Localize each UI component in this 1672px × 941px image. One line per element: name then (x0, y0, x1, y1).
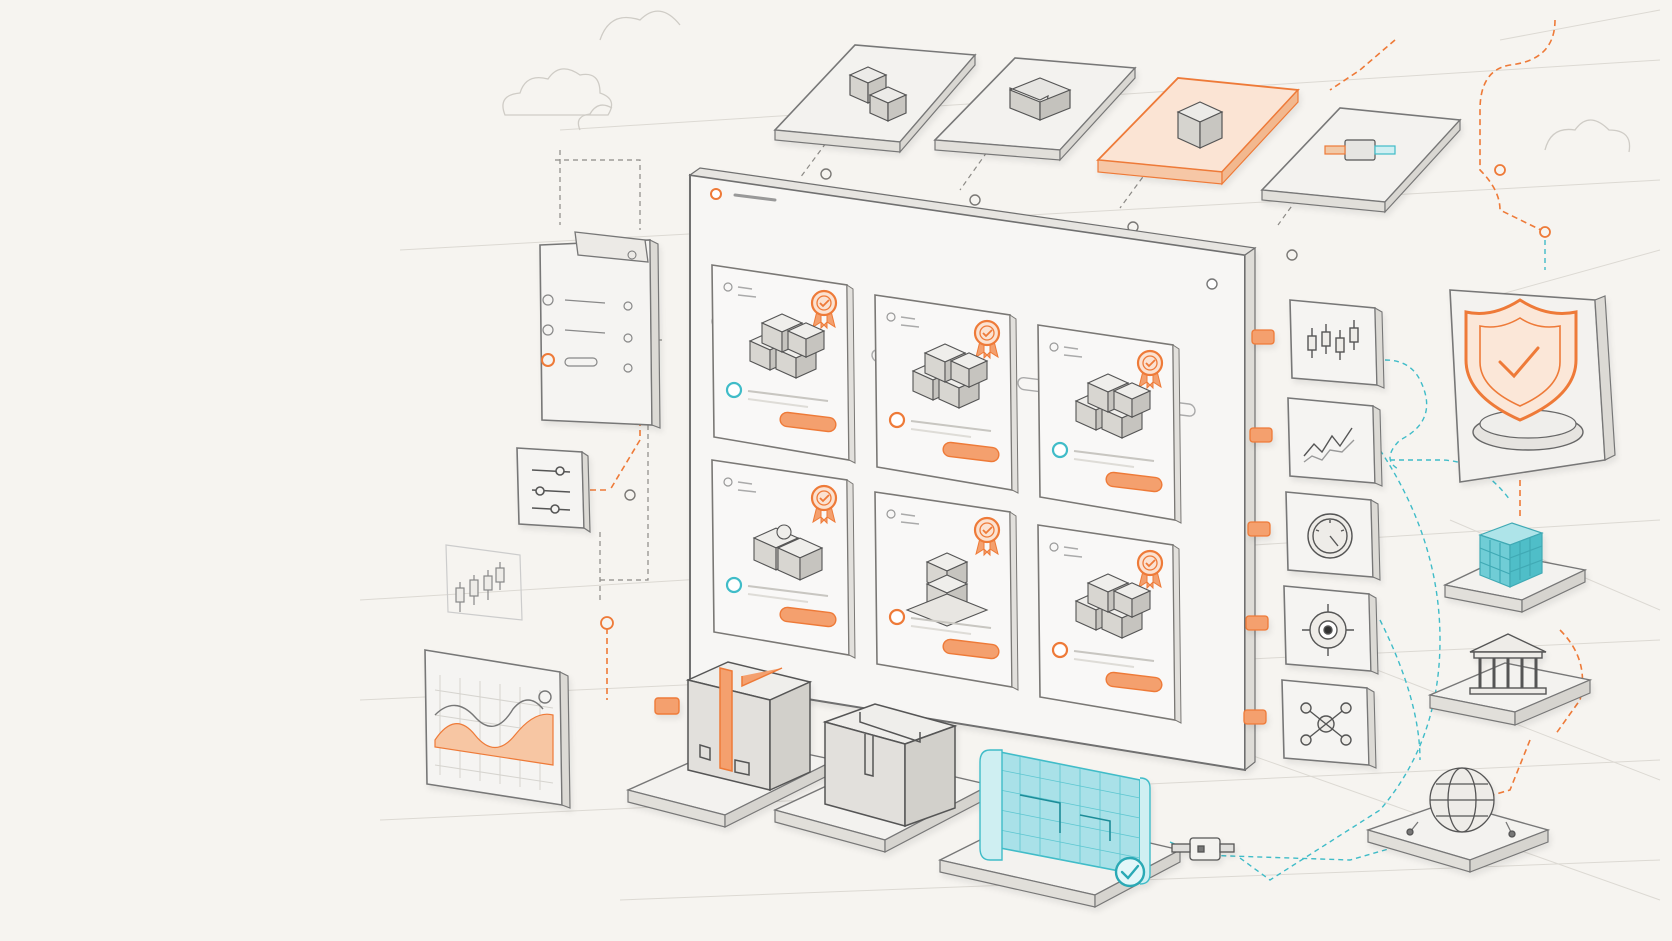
card-status-ring (1051, 441, 1069, 459)
side-widget-column (1243, 299, 1385, 769)
card-status-ring (1051, 641, 1069, 659)
card-menu-dot (723, 477, 733, 487)
card-menu-dot (886, 312, 896, 322)
shield-check-icon (1464, 298, 1578, 422)
candlestick-chart-icon (1307, 320, 1359, 360)
checklist-panel[interactable] (539, 231, 661, 429)
checklist-rows (541, 294, 633, 373)
globe-tile[interactable] (1365, 767, 1551, 873)
product-card-2[interactable] (874, 294, 1019, 494)
puzzle-piece-icon (1009, 77, 1072, 121)
side-widget-4[interactable] (1245, 585, 1379, 675)
package-box-icon (685, 661, 813, 792)
product-card-3[interactable] (1037, 324, 1182, 524)
top-module-tile-1[interactable] (773, 44, 977, 154)
check-badge (1114, 856, 1146, 888)
bank-building-icon (1469, 633, 1547, 695)
product-card-grid (711, 264, 1182, 724)
orange-plug (1251, 329, 1275, 345)
side-widget-5[interactable] (1243, 679, 1377, 769)
card-action-button[interactable] (1105, 671, 1163, 693)
cube-cluster-icon (911, 343, 989, 409)
camera-lens-icon (1302, 604, 1354, 656)
award-badge-icon (973, 319, 1001, 360)
top-module-tile-2[interactable] (933, 57, 1137, 162)
cyan-cube-tile[interactable] (1442, 522, 1588, 613)
card-menu-dot (886, 509, 896, 519)
globe-icon (1406, 767, 1516, 838)
product-card-6[interactable] (1037, 524, 1182, 724)
orange-plug (1243, 709, 1267, 725)
cube-stack-icon (905, 552, 989, 627)
sliders-widget[interactable] (516, 447, 591, 534)
award-badge-icon (810, 289, 838, 330)
cube-icon (1176, 101, 1224, 149)
orange-plug (1247, 521, 1271, 537)
blueprint-tile[interactable] (937, 749, 1235, 908)
orange-plug (654, 697, 680, 715)
connector-plug-icon (1171, 837, 1235, 861)
wave-chart-widget[interactable] (424, 649, 571, 809)
award-badge-icon (1136, 349, 1164, 390)
orange-dots (600, 164, 1551, 630)
top-module-tile-4[interactable] (1260, 107, 1462, 214)
sliders-icon (531, 466, 571, 514)
wave-chart-icon (434, 690, 554, 766)
card-status-ring (888, 608, 906, 626)
card-status-ring (725, 381, 743, 399)
window-settings-dot[interactable] (1206, 278, 1218, 290)
window-title-bar-line (733, 193, 777, 202)
side-widget-1[interactable] (1251, 299, 1385, 389)
connector-dots (624, 168, 1298, 501)
top-module-tile-3-highlighted[interactable] (1096, 77, 1300, 186)
side-widget-3[interactable] (1247, 491, 1381, 581)
card-status-ring (888, 411, 906, 429)
cyan-cube-icon (1478, 522, 1544, 588)
package-box-icon-2 (822, 703, 958, 828)
cloud-sketch (502, 10, 1631, 153)
card-action-button[interactable] (942, 441, 1000, 463)
blueprint-scroll-icon (979, 749, 1151, 888)
panel-dot (627, 250, 637, 260)
orange-plug (1249, 427, 1273, 443)
cube-cluster-icon (848, 66, 908, 122)
card-action-button[interactable] (779, 606, 837, 628)
connector-plug-icon (1324, 139, 1396, 161)
award-badge-icon (973, 516, 1001, 557)
gauge-icon (1307, 513, 1353, 559)
cube-cluster-icon (1074, 373, 1152, 439)
award-badge-icon (1136, 549, 1164, 590)
card-menu-dot (1049, 542, 1059, 552)
app-window (688, 167, 1257, 772)
award-badge-icon (810, 484, 838, 525)
package-tile-1[interactable] (625, 661, 838, 828)
network-nodes-icon (1300, 702, 1352, 746)
product-card-1[interactable] (711, 264, 856, 464)
cube-cluster-icon (1074, 573, 1152, 639)
card-menu-dot (1049, 342, 1059, 352)
side-widget-2[interactable] (1249, 397, 1383, 487)
card-action-button[interactable] (942, 638, 1000, 660)
puzzle-piece-icon (752, 524, 824, 581)
card-menu-dot (723, 282, 733, 292)
card-action-button[interactable] (779, 411, 837, 433)
candlestick-sketch (445, 544, 523, 621)
orange-plug (1245, 615, 1269, 631)
line-chart-icon (1303, 427, 1355, 463)
card-status-ring (725, 576, 743, 594)
card-action-button[interactable] (1105, 471, 1163, 493)
product-card-5[interactable] (874, 491, 1019, 691)
cube-cluster-icon (748, 313, 826, 379)
candlestick-chart-icon (455, 562, 505, 612)
bank-tile[interactable] (1427, 633, 1593, 726)
package-tile-2[interactable] (772, 703, 992, 853)
product-card-4[interactable] (711, 459, 856, 659)
security-shield-tile[interactable] (1449, 289, 1616, 483)
window-close-dot[interactable] (710, 188, 722, 200)
